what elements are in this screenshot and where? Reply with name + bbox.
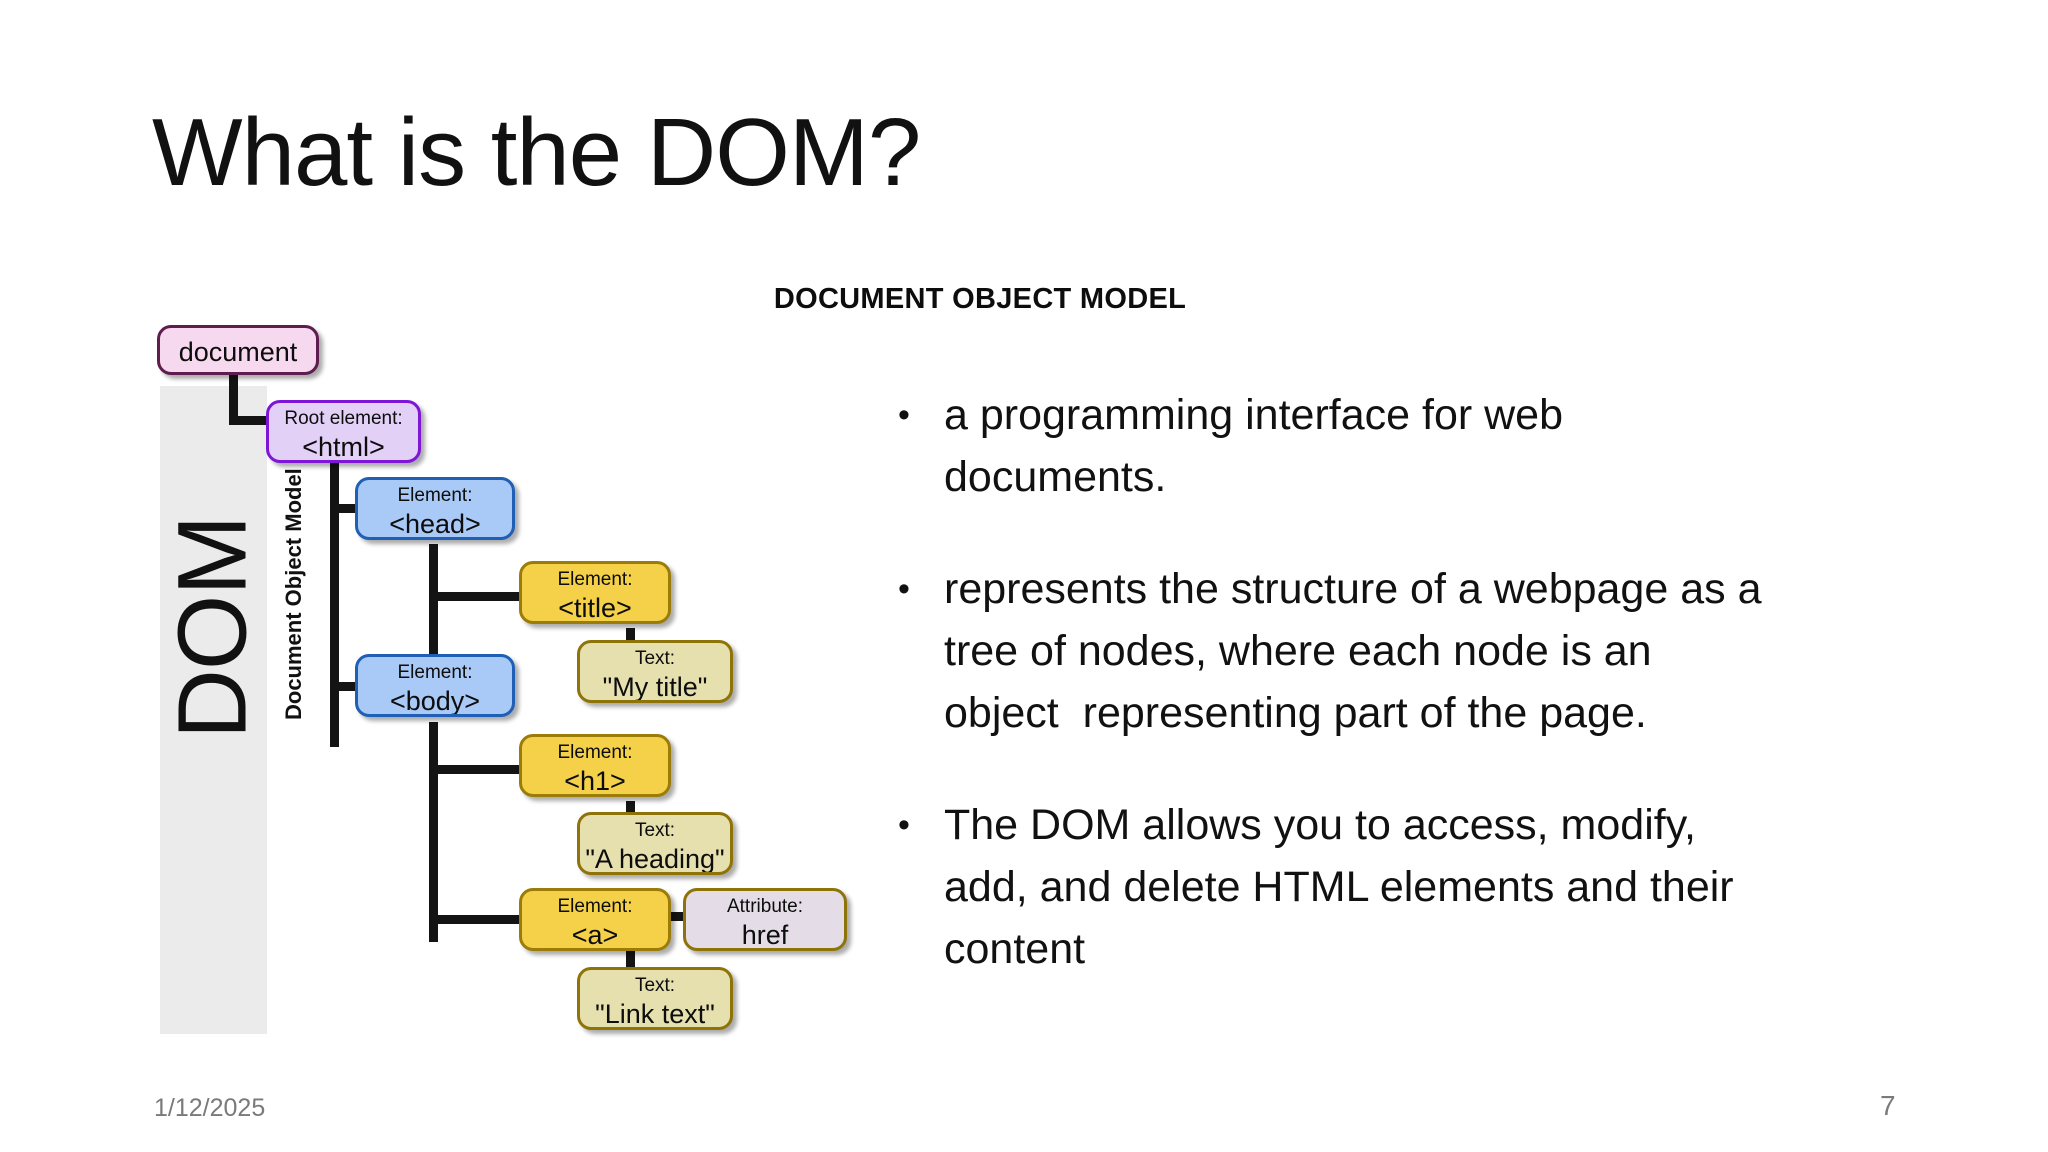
connector-a-text: [626, 950, 635, 980]
connector-body-trunk: [429, 722, 438, 942]
node-h1-value: <h1>: [564, 765, 626, 796]
node-title-kind: Element:: [557, 569, 633, 590]
node-a[interactable]: Element: <a>: [519, 888, 671, 951]
node-h1-kind: Element:: [557, 742, 633, 763]
node-body[interactable]: Element: <body>: [355, 654, 515, 717]
connector-head-title: [429, 592, 529, 601]
connector-html-body: [330, 682, 378, 691]
list-item: • represents the structure of a webpage …: [898, 558, 1970, 744]
node-html-value: <html>: [302, 431, 385, 462]
bullet-list: • a programming interface for web docume…: [898, 384, 1970, 1030]
connector-a-href: [664, 912, 690, 921]
page-title: What is the DOM?: [152, 99, 921, 206]
dom-sidebar-band: DOM Document Object Model: [157, 386, 306, 1034]
node-h1[interactable]: Element: <h1>: [519, 734, 671, 797]
node-title-text[interactable]: Text: "My title": [577, 640, 733, 703]
list-item: • a programming interface for web docume…: [898, 384, 1970, 508]
bullet-marker-icon: •: [898, 570, 910, 608]
node-title-value: <title>: [558, 592, 632, 623]
node-title-text-kind: Text:: [634, 648, 676, 669]
node-href-kind: Attribute:: [726, 896, 804, 917]
diagram-heading: DOCUMENT OBJECT MODEL: [773, 283, 1187, 315]
node-a-text[interactable]: Text: "Link text": [577, 967, 733, 1030]
node-a-value: <a>: [571, 919, 619, 950]
node-head[interactable]: Element: <head>: [355, 477, 515, 540]
node-html[interactable]: Root element: <html>: [266, 400, 421, 463]
connector-document-html: [229, 371, 238, 425]
node-document-value: document: [178, 337, 298, 367]
dom-expansion-label: Document Object Model: [281, 468, 306, 720]
connector-html-trunk: [330, 463, 339, 747]
node-body-kind: Element:: [397, 662, 473, 683]
node-title-text-value: "My title": [602, 671, 708, 702]
connector-html-head: [330, 504, 378, 513]
node-a-kind: Element:: [557, 896, 633, 917]
bullet-text: represents the structure of a webpage as…: [944, 565, 1762, 737]
node-head-kind: Element:: [397, 485, 473, 506]
footer-page-number: 7: [1880, 1090, 1896, 1121]
node-h1-text-value: "A heading": [585, 843, 725, 874]
node-href-value: href: [741, 919, 789, 950]
node-href[interactable]: Attribute: href: [683, 888, 847, 951]
node-a-text-value: "Link text": [595, 998, 715, 1029]
node-html-kind: Root element:: [284, 408, 403, 429]
node-document[interactable]: document: [157, 325, 319, 375]
connector-body-a: [429, 915, 529, 924]
node-head-value: <head>: [389, 508, 481, 539]
footer-date: 1/12/2025: [154, 1094, 266, 1122]
node-h1-text[interactable]: Text: "A heading": [577, 812, 733, 875]
bullet-marker-icon: •: [898, 806, 910, 844]
node-body-value: <body>: [389, 685, 481, 716]
bullet-marker-icon: •: [898, 396, 910, 434]
node-h1-text-kind: Text:: [634, 820, 676, 841]
connector-head-trunk: [429, 544, 438, 702]
node-title[interactable]: Element: <title>: [519, 561, 671, 624]
bullet-text: a programming interface for web document…: [944, 391, 1564, 501]
list-item: • The DOM allows you to access, modify, …: [898, 794, 1970, 980]
dom-tree-diagram: DOM Document Object Model document Root …: [0, 0, 920, 1060]
connector-body-h1: [429, 765, 529, 774]
bullet-text: The DOM allows you to access, modify, ad…: [944, 801, 1734, 973]
node-a-text-kind: Text:: [634, 975, 676, 996]
dom-acronym-label: DOM: [157, 515, 267, 740]
connector-document-html-h: [229, 416, 281, 425]
